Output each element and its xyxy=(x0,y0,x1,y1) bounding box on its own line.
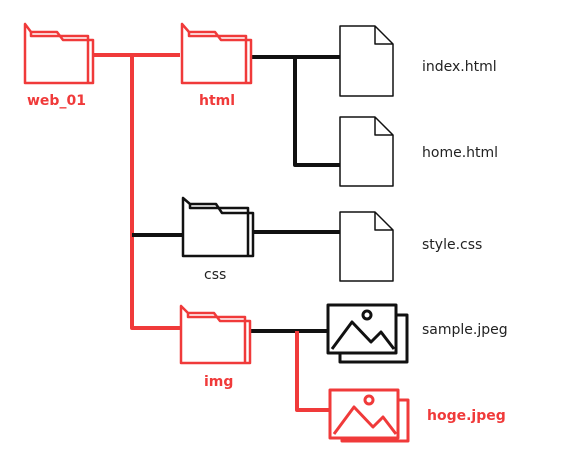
file-label-sample: sample.jpeg xyxy=(422,322,508,338)
folder-icon xyxy=(180,22,253,85)
image-icon xyxy=(328,388,410,443)
folder-icon xyxy=(179,304,252,365)
folder-label-img: img xyxy=(204,374,234,390)
file-label-hoge: hoge.jpeg xyxy=(427,408,506,424)
file-label-style: style.css xyxy=(422,237,483,253)
document-icon xyxy=(339,116,394,187)
document-icon xyxy=(339,25,394,97)
image-icon xyxy=(326,303,409,364)
folder-icon xyxy=(23,22,95,85)
folder-icon xyxy=(181,196,255,258)
folder-label-css: css xyxy=(204,267,227,283)
file-label-home: home.html xyxy=(422,145,499,161)
connector-web01-trunk xyxy=(130,55,180,330)
connector-img-hoge xyxy=(295,331,330,412)
folder-label-html: html xyxy=(199,93,236,109)
connector-lines xyxy=(93,53,340,412)
document-icon xyxy=(339,211,394,282)
folder-label-web01: web_01 xyxy=(27,93,86,109)
file-label-index: index.html xyxy=(422,59,497,75)
connector-html-files xyxy=(251,55,340,167)
